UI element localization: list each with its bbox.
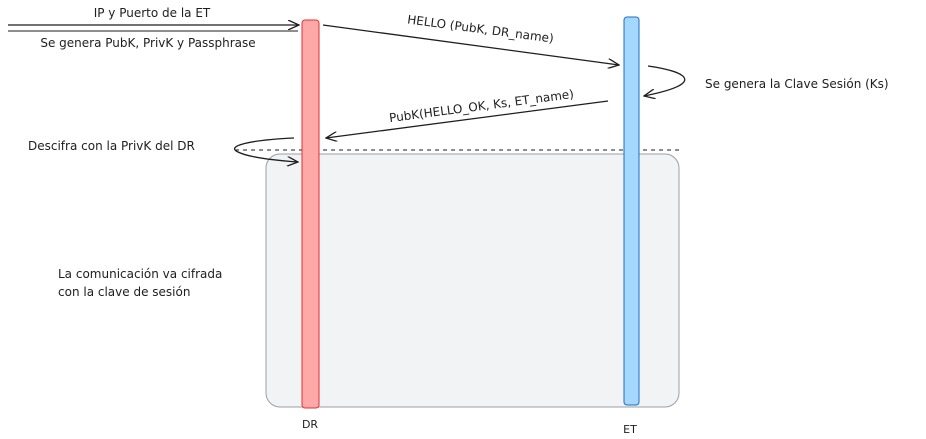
lifeline-et-label: ET bbox=[623, 423, 637, 436]
encrypted-comm-line1: La comunicación va cifrada bbox=[58, 267, 222, 281]
hello-message: HELLO (PubK, DR_name) bbox=[406, 12, 554, 45]
decrypt-label: Descifra con la PrivK del DR bbox=[28, 139, 195, 153]
session-key-label: Se genera la Clave Sesión (Ks) bbox=[705, 77, 889, 91]
lifeline-et bbox=[623, 16, 640, 406]
reply-arrow bbox=[326, 100, 609, 138]
lifeline-dr bbox=[301, 19, 320, 409]
session-key-loop bbox=[644, 65, 686, 96]
reply-message: PubK(HELLO_OK, Ks, ET_name) bbox=[388, 87, 574, 125]
gen-keys-label: Se genera PubK, PrivK y Passphrase bbox=[40, 36, 255, 50]
encrypted-region bbox=[265, 153, 680, 408]
encrypted-comm-line2: con la clave de sesión bbox=[58, 285, 190, 299]
decrypt-loop bbox=[233, 137, 298, 162]
hello-arrow bbox=[322, 24, 619, 65]
input-label: IP y Puerto de la ET bbox=[94, 6, 211, 20]
lifeline-dr-label: DR bbox=[302, 418, 318, 431]
